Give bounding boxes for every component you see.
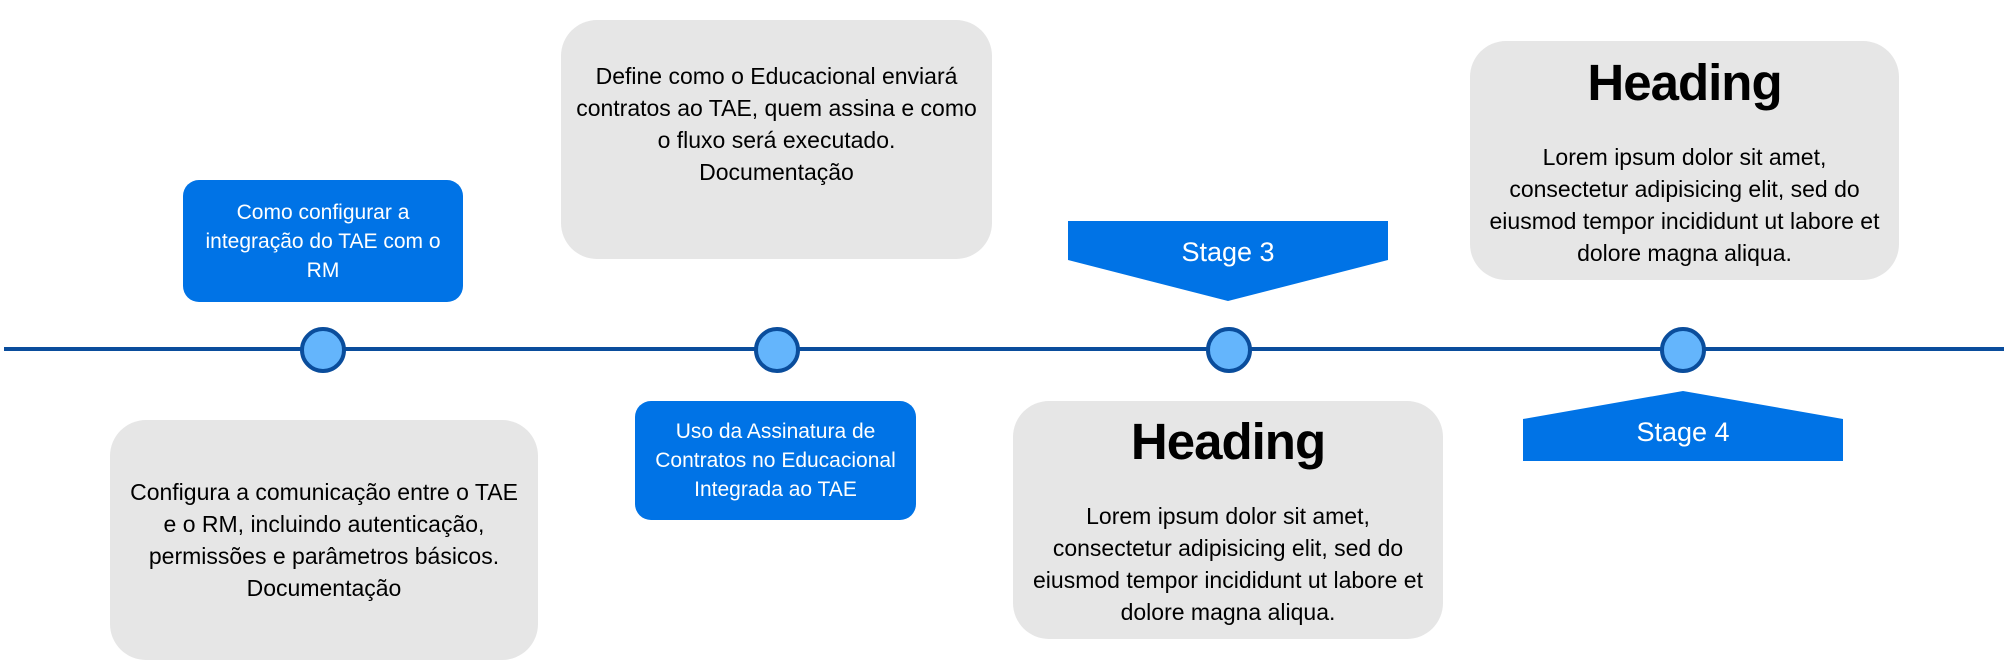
stage-2-description: Define como o Educacional enviará contra… [576,63,977,153]
timeline-marker-1 [300,327,346,373]
stage-4-label: Stage 4 [1636,417,1730,447]
stage-2-description-card: Define como o Educacional enviará contra… [561,20,992,259]
stage-4-heading: Heading [1587,53,1782,111]
stage-1-description: Configura a comunicação entre o TAE e o … [130,479,518,569]
stage-4-card: Heading Lorem ipsum dolor sit amet, cons… [1470,41,1899,280]
stage-2-title: Uso da Assinatura de Contratos no Educac… [655,420,896,501]
stage-1-link-card[interactable]: Como configurar a integração do TAE com … [183,180,463,302]
stage-1-description-card: Configura a comunicação entre o TAE e o … [110,420,538,660]
timeline-marker-4 [1660,327,1706,373]
stage-3-heading: Heading [1130,413,1326,470]
stage-1-title: Como configurar a integração do TAE com … [205,200,441,282]
stage-4-arrow-shape [1523,391,1843,461]
stage-4-banner: Stage 4 [1523,391,1843,461]
timeline-marker-3 [1206,327,1252,373]
stage-3-text: Lorem ipsum dolor sit amet, consectetur … [1033,503,1423,625]
stage-3-arrow-shape [1068,221,1388,301]
stage-4-text: Lorem ipsum dolor sit amet, consectetur … [1489,143,1880,266]
stage-3-card: Heading Lorem ipsum dolor sit amet, cons… [1013,401,1443,639]
timeline-line [4,347,2004,351]
stage-2-documentation-link[interactable]: Documentação [699,159,854,185]
stage-2-link-card[interactable]: Uso da Assinatura de Contratos no Educac… [635,401,916,520]
stage-3-banner: Stage 3 [1068,221,1388,301]
stage-3-label: Stage 3 [1181,237,1275,267]
stage-1-documentation-link[interactable]: Documentação [246,575,402,601]
timeline-marker-2 [754,327,800,373]
